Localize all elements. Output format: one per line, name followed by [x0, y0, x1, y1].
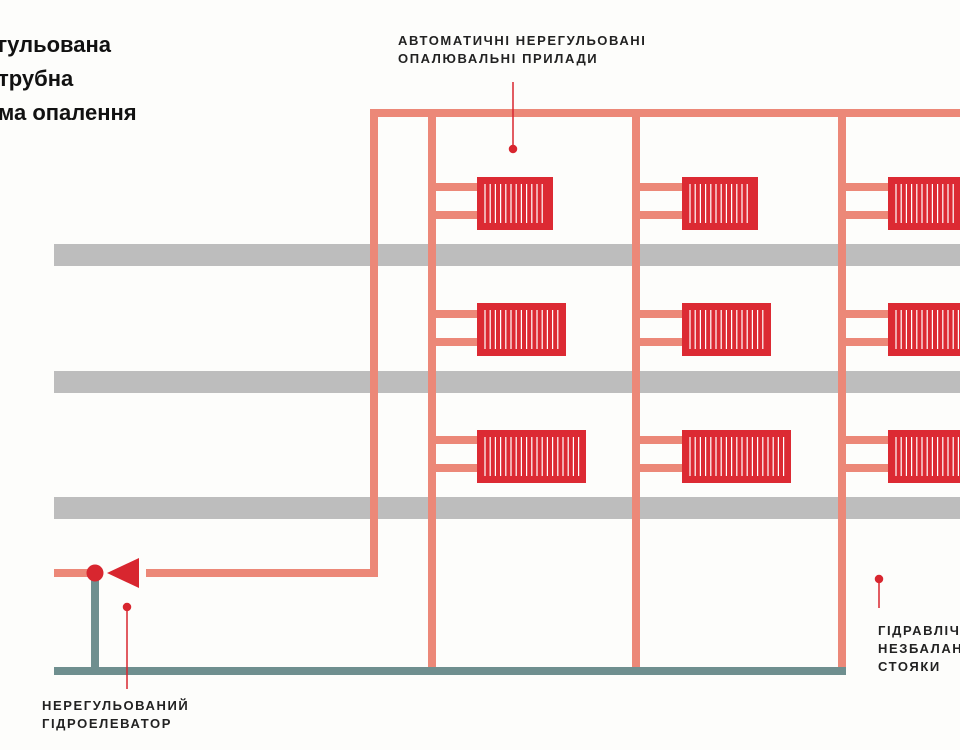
- radiator: [888, 303, 960, 356]
- return-pipe: [54, 580, 846, 675]
- floor-slab-lower: [54, 497, 960, 519]
- pointer-dot-risers: [874, 574, 884, 584]
- radiator: [682, 430, 791, 483]
- radiator: [682, 177, 758, 230]
- radiators-label-line-2: ОПАЛЮВАЛЬНІ ПРИЛАДИ: [398, 51, 599, 66]
- floor-slab-upper: [54, 244, 960, 266]
- floor-slab-middle: [54, 371, 960, 393]
- radiator: [477, 303, 566, 356]
- radiator: [477, 177, 553, 230]
- title-line-3: ма опалення: [0, 100, 137, 125]
- callout-pointers: [122, 82, 884, 689]
- risers-label-line-1: ГІДРАВЛІЧ: [878, 623, 960, 638]
- elevator-label: НЕРЕГУЛЬОВАНИЙ ГІДРОЕЛЕВАТОР: [42, 697, 189, 733]
- radiator: [888, 430, 960, 483]
- pointer-dot-elevator: [122, 602, 132, 612]
- risers-label-line-2: НЕЗБАЛАН: [878, 641, 960, 656]
- diagram-title: гульована трубна ма опалення: [0, 28, 137, 130]
- pointer-dot-radiators: [508, 144, 518, 154]
- radiator: [888, 177, 960, 230]
- radiators-label: АВТОМАТИЧНІ НЕРЕГУЛЬОВАНІ ОПАЛЮВАЛЬНІ ПР…: [398, 32, 647, 68]
- elevator-label-line-1: НЕРЕГУЛЬОВАНИЙ: [42, 698, 190, 713]
- elevator-node: [86, 564, 104, 582]
- riser-3: [838, 113, 888, 667]
- title-line-2: трубна: [0, 66, 74, 91]
- radiator: [682, 303, 771, 356]
- risers-label: ГІДРАВЛІЧ НЕЗБАЛАН СТОЯКИ: [878, 622, 960, 676]
- riser-1: [428, 113, 477, 667]
- title-line-1: гульована: [0, 32, 112, 57]
- radiators-label-line-1: АВТОМАТИЧНІ НЕРЕГУЛЬОВАНІ: [398, 33, 647, 48]
- radiator: [477, 430, 586, 483]
- radiators: [477, 177, 960, 483]
- risers-label-line-3: СТОЯКИ: [878, 659, 941, 674]
- pump-arrow-icon: [107, 558, 139, 588]
- elevator-label-line-2: ГІДРОЕЛЕВАТОР: [42, 716, 172, 731]
- supply-main-pipe: [54, 109, 960, 577]
- riser-2: [632, 113, 682, 667]
